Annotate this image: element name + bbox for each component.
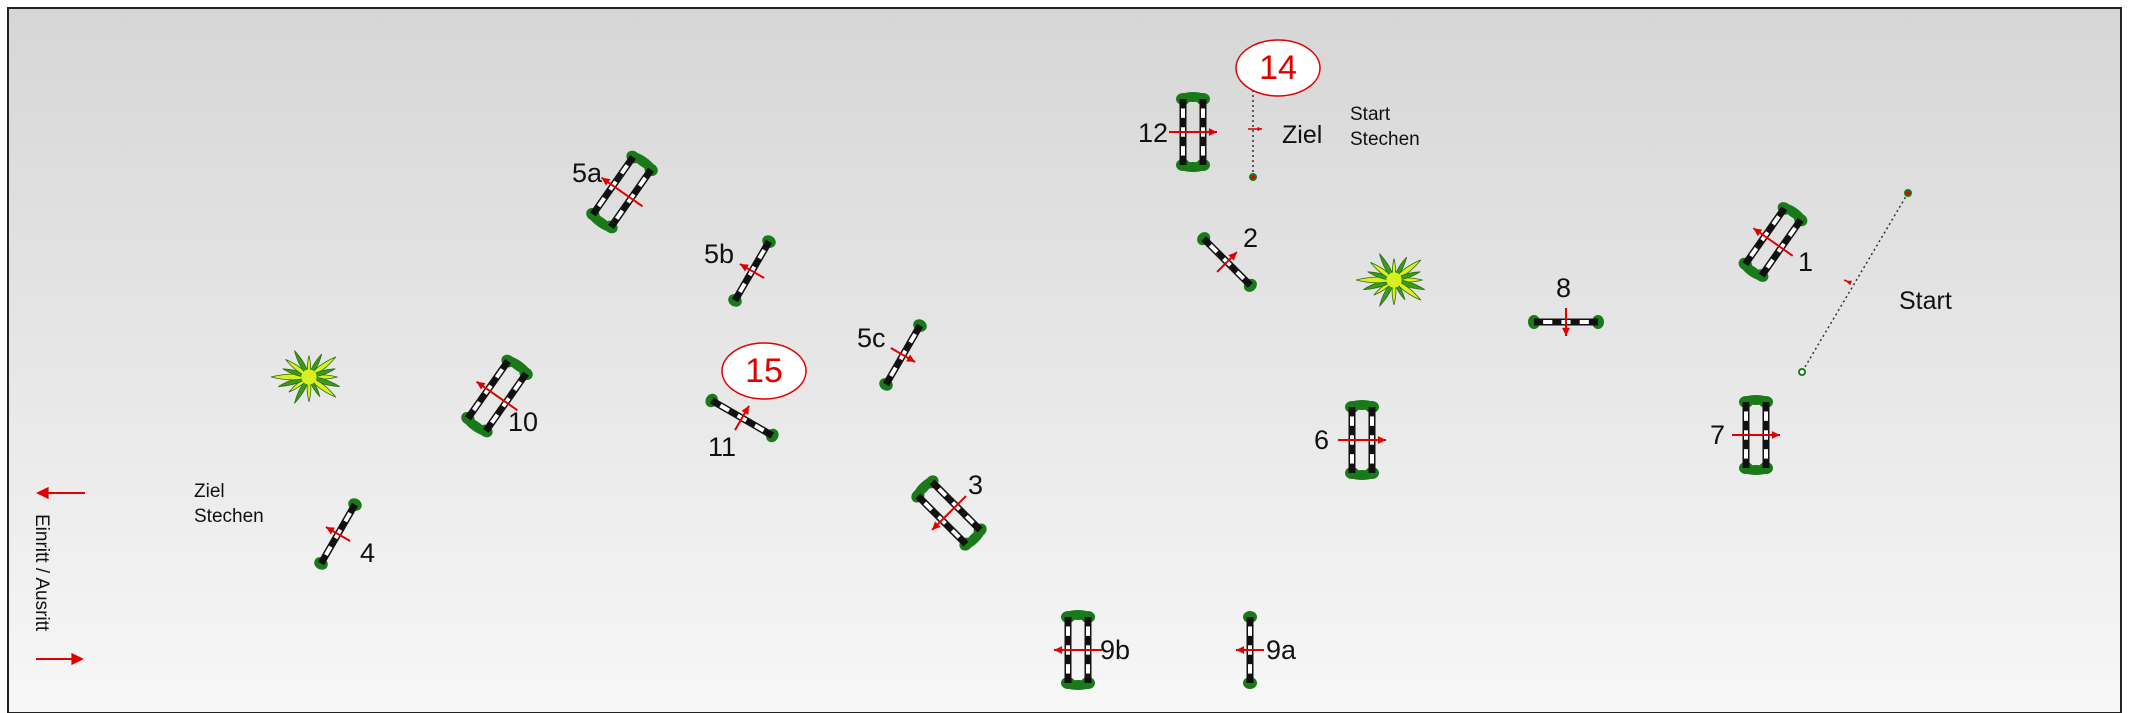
obstacle-11 [705, 393, 779, 443]
obstacle-5c [879, 319, 927, 391]
jumpoff-finish-label-line1: Ziel [194, 481, 225, 502]
obstacle-label-7: 7 [1710, 420, 1725, 450]
obstacle-7 [1732, 395, 1780, 475]
obstacle-label-6: 6 [1314, 425, 1329, 455]
obstacle-label-12: 12 [1138, 118, 1168, 148]
jumpoff-number-14: 14 [1259, 49, 1297, 87]
bush-left [270, 350, 340, 404]
obstacle-8 [1528, 308, 1604, 336]
entry-exit-arrows [36, 486, 85, 666]
obstacle-5a [586, 150, 658, 234]
obstacle-5b [728, 235, 776, 307]
obstacle-label-5a: 5a [572, 158, 603, 188]
jumpoff-start-label-line1: Start [1350, 104, 1391, 125]
obstacle-6 [1338, 400, 1386, 480]
obstacle-label-1: 1 [1798, 247, 1813, 277]
jumpoff-finish-label-line2: Stechen [194, 506, 264, 527]
obstacle-10 [461, 354, 533, 438]
obstacle-label-9b: 9b [1100, 635, 1130, 665]
obstacle-label-9a: 9a [1266, 635, 1297, 665]
jumpoff-badge-15 [721, 342, 807, 400]
start-line [1798, 189, 1912, 376]
obstacle-3 [911, 475, 987, 551]
obstacle-4 [314, 498, 362, 570]
entry-exit-label: Einritt / Ausritt [31, 514, 52, 632]
obstacle-9a [1236, 611, 1264, 689]
start-label: Start [1899, 287, 1952, 315]
obstacle-label-5b: 5b [704, 239, 734, 269]
obstacle-label-3: 3 [968, 470, 983, 500]
jumpoff-number-15: 15 [745, 352, 783, 390]
obstacle-9b [1054, 610, 1102, 690]
jumpoff-start-label-line2: Stechen [1350, 129, 1420, 150]
obstacle-1 [1738, 202, 1808, 282]
obstacle-12 [1169, 92, 1217, 172]
jumpoff-badge-14 [1235, 39, 1321, 97]
obstacle-label-5c: 5c [857, 323, 886, 353]
finish-label: Ziel [1282, 121, 1322, 149]
obstacle-label-2: 2 [1243, 223, 1258, 253]
obstacle-label-11: 11 [708, 432, 736, 462]
obstacle-label-8: 8 [1556, 273, 1571, 303]
bush-center [1355, 253, 1425, 307]
obstacle-label-10: 10 [508, 407, 538, 437]
obstacle-2 [1197, 232, 1257, 292]
obstacle-label-4: 4 [360, 538, 375, 568]
arena-boundary [7, 7, 2122, 713]
